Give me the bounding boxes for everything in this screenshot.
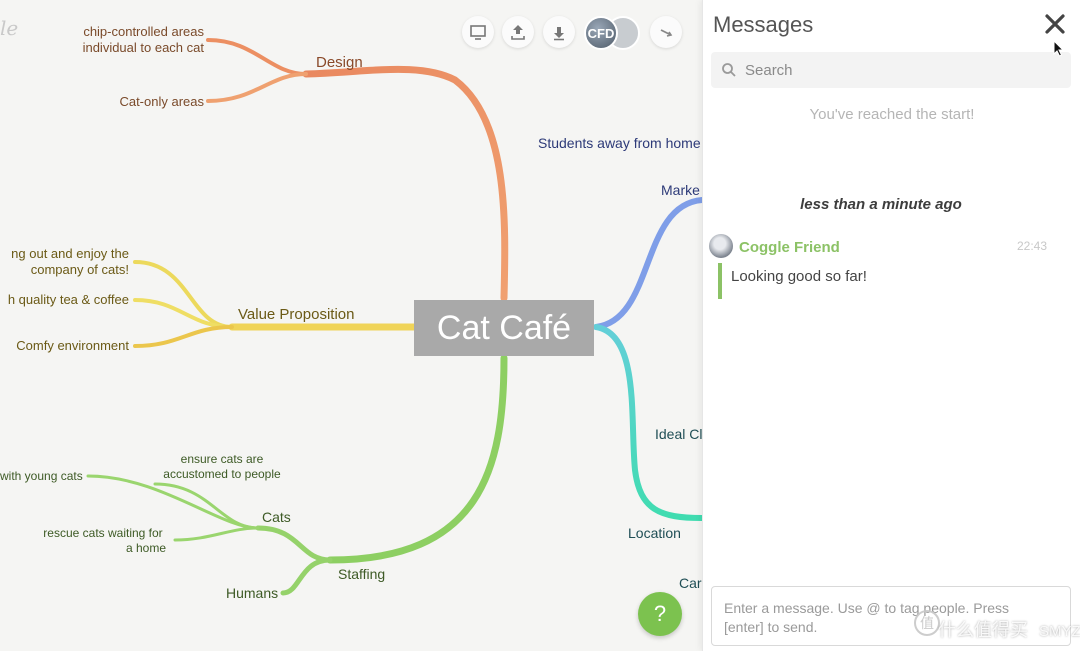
presentation-icon [470,25,486,40]
search-placeholder: Search [745,61,793,79]
message-accent-bar [718,263,722,299]
message-search-input[interactable]: Search [711,52,1071,88]
user-avatar[interactable]: CFD [584,16,618,50]
value-leaf-line-2: company of cats! [30,262,129,277]
car-node[interactable]: Car [679,575,702,591]
design-leaf-cat-only[interactable]: Cat-only areas [119,94,204,109]
share-arrow-icon [660,29,673,37]
staffing-main-branch [326,354,508,564]
value-leaf-branch-1 [133,260,234,329]
upload-button[interactable] [502,16,534,48]
ideal-customer-node[interactable]: Ideal Cl [655,426,702,442]
mind-map-branches [86,38,702,596]
design-leaf-line-2: individual to each cat [82,40,204,55]
start-notice: You've reached the start! [809,106,975,123]
market-leaf-students[interactable]: Students away from home [538,135,701,151]
upload-icon [511,25,525,40]
design-leaf-chip-controlled[interactable]: chip-controlled areas individual to each… [40,24,204,56]
humans-node[interactable]: Humans [226,585,279,601]
cats-leaf-branch-1 [153,482,260,530]
value-leaf-line-1: ng out and enjoy the [11,246,129,261]
mouse-cursor-icon [1053,40,1065,57]
message-timestamp: 22:43 [1017,239,1048,253]
compose-placeholder-line-1: Enter a message. Use @ to tag people. Pr… [724,600,1010,616]
compose-placeholder-line-2: [enter] to send. [724,619,818,635]
value-leaf-comfy[interactable]: Comfy environment [16,338,129,353]
market-node[interactable]: Marke [661,182,700,198]
staffing-node[interactable]: Staffing [338,566,386,582]
cats-leaf-line-2: accustomed to people [163,467,281,481]
message-compose-input[interactable]: Enter a message. Use @ to tag people. Pr… [711,586,1071,646]
cats-leaf-branch-3 [173,526,260,542]
time-divider: less than a minute ago [800,196,962,213]
presentation-button[interactable] [462,16,494,48]
messages-title: Messages [713,12,814,37]
value-leaf-branch-3 [133,325,234,348]
location-node[interactable]: Location [628,525,681,541]
cats-leaf-branch-2 [86,474,260,530]
cats-leaf-rescue-line-2: a home [125,541,166,555]
value-leaf-company[interactable]: ng out and enjoy the company of cats! [0,246,129,278]
download-icon [554,27,564,41]
close-icon [1045,14,1065,34]
cats-leaf-accustomed[interactable]: ensure cats are accustomed to people [156,452,288,482]
cats-node[interactable]: Cats [262,509,291,525]
cats-branch [255,525,333,563]
download-button[interactable] [543,16,575,48]
message-sender[interactable]: Coggle Friend [739,239,840,256]
market-branch [593,197,702,330]
design-leaf-line-1: chip-controlled areas [83,24,204,39]
watermark-logo: 值 [914,610,940,636]
watermark-site: SMYZ.NET [1039,623,1080,640]
design-leaf-branch-1 [206,38,308,76]
design-node[interactable]: Design [316,54,363,71]
central-node[interactable]: Cat Café [414,300,594,356]
design-leaf-branch-2 [206,72,308,103]
close-messages-button[interactable] [1041,10,1069,38]
messages-panel: Messages Search You've reached the start… [702,0,1080,651]
collaborators[interactable]: CFD [584,16,642,50]
mind-map-canvas[interactable]: le chip-controlled areas individual to e… [0,0,702,651]
value-proposition-node[interactable]: Value Proposition [238,306,355,323]
value-leaf-tea-coffee[interactable]: h quality tea & coffee [7,292,129,307]
sender-avatar [709,234,733,258]
cats-leaf-young-cats[interactable]: with young cats [0,469,83,483]
cats-leaf-rescue[interactable]: rescue cats waiting for a home [30,526,176,556]
watermark-brand: 什么值得买 [938,620,1028,640]
watermark-text: 什么值得买 SMYZ.NET [938,616,1080,642]
search-icon [722,63,736,77]
design-main-branch [302,65,509,302]
message-text: Looking good so far! [731,268,867,285]
cats-leaf-line-1: ensure cats are [180,452,264,466]
cats-leaf-rescue-line-1: rescue cats waiting for [43,526,163,540]
help-button[interactable]: ? [638,592,682,636]
app-logo[interactable]: le [0,16,19,40]
share-button[interactable] [650,16,682,48]
humans-branch [280,557,333,596]
location-branch [593,324,702,521]
